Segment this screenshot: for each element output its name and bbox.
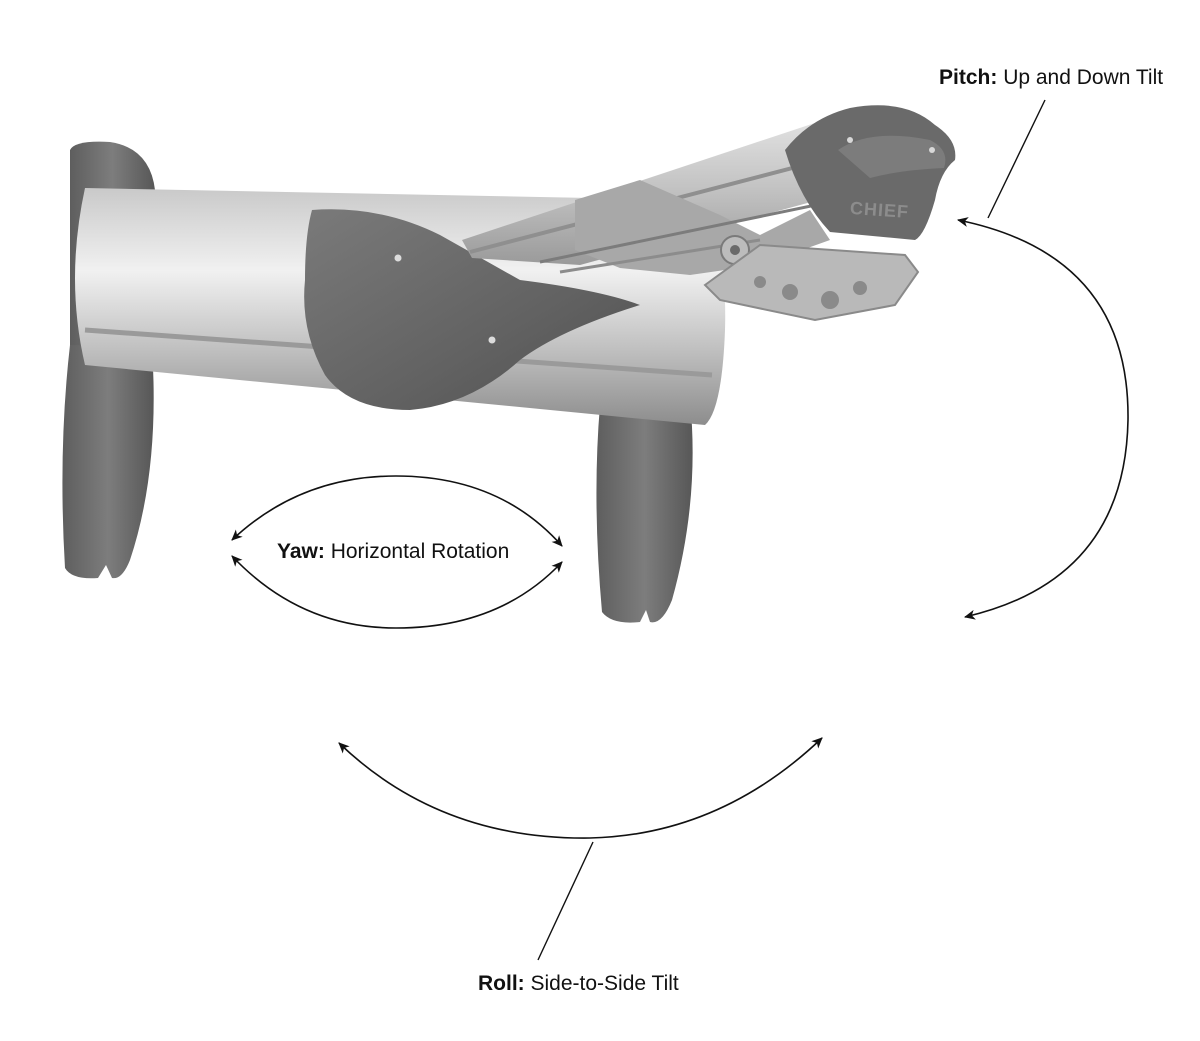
roll-description: Side-to-Side Tilt bbox=[530, 972, 679, 995]
roll-term: Roll: bbox=[478, 972, 525, 995]
roll-label: Roll: Side-to-Side Tilt bbox=[478, 972, 679, 996]
hub-screw bbox=[394, 254, 402, 262]
interface-plate bbox=[703, 243, 920, 322]
yaw-arrow-icon bbox=[231, 475, 563, 629]
yaw-term: Yaw: bbox=[277, 540, 325, 563]
pitch-arrow-icon bbox=[957, 217, 1129, 620]
roll-arrow-icon bbox=[338, 737, 823, 839]
hub-screw bbox=[488, 336, 496, 344]
right-leg bbox=[596, 400, 693, 623]
pitch-leader-line bbox=[987, 99, 1046, 219]
central-hub bbox=[304, 209, 640, 410]
roll-leader-line bbox=[537, 841, 594, 961]
yaw-label: Yaw: Horizontal Rotation bbox=[277, 540, 509, 564]
projector-wall-mount: CHIEF bbox=[62, 105, 956, 623]
left-leg bbox=[62, 345, 154, 579]
brand-logo: CHIEF bbox=[849, 198, 909, 222]
yaw-description: Horizontal Rotation bbox=[330, 540, 510, 563]
pitch-term: Pitch: bbox=[939, 66, 998, 89]
pitch-description: Up and Down Tilt bbox=[1003, 66, 1164, 89]
pitch-label: Pitch: Up and Down Tilt bbox=[939, 66, 1163, 90]
